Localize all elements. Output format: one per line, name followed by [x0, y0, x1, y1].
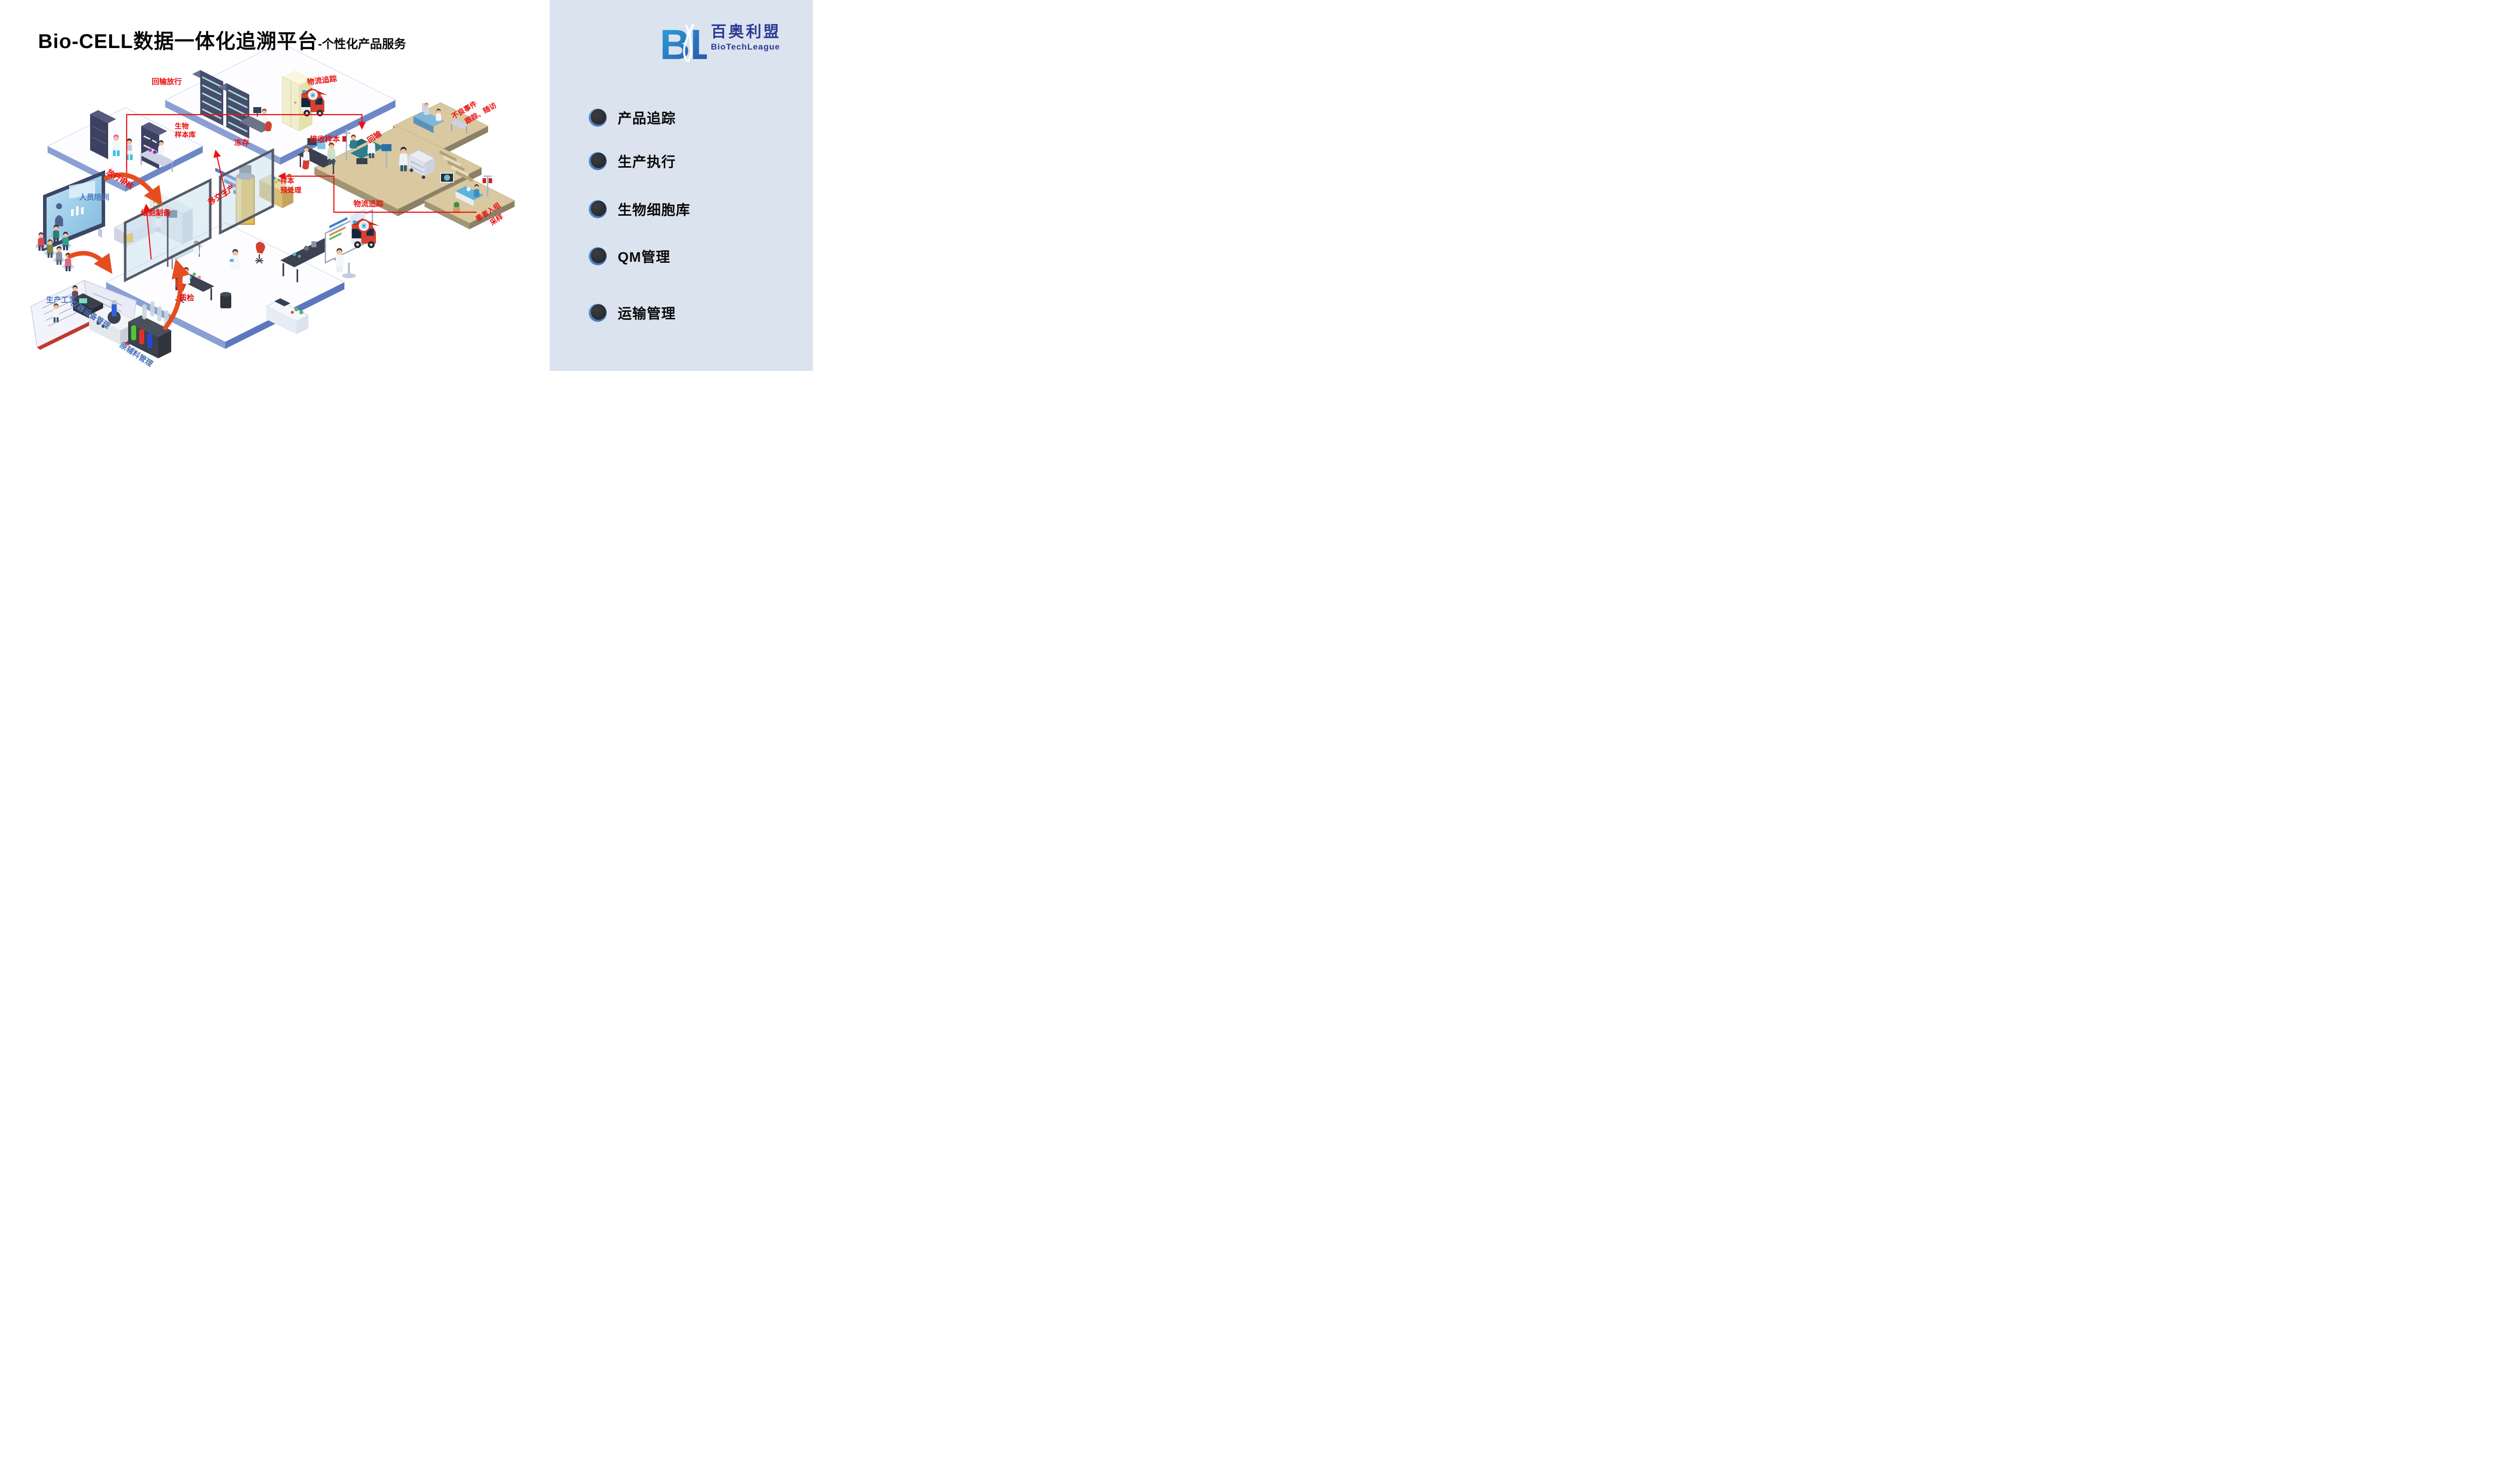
flow-lines: [126, 114, 477, 260]
sidebar-item-label: QM管理: [618, 249, 671, 265]
dashboard-analyst: [335, 248, 344, 273]
sidebar-item-qm: QM管理: [589, 246, 670, 266]
svg-text:✳: ✳: [309, 92, 316, 100]
cleanroom-scientist: [230, 249, 240, 270]
lab-chair: [255, 242, 265, 264]
label-qc: 质检: [179, 293, 194, 302]
brand-logo-icon: BL: [662, 22, 707, 65]
page: Bio-CELL数据一体化追溯平台-个性化产品服务: [0, 0, 813, 371]
cleanroom-operator: [155, 213, 162, 232]
biobank-server-racks: [192, 70, 249, 139]
ambulance-icon: ✳: [351, 218, 379, 248]
label-bio-bank-1: 生物: [175, 122, 189, 130]
biobank-desk-station: [239, 107, 272, 133]
sphere-bullet-icon: [589, 200, 607, 218]
training-audience: [35, 225, 74, 271]
analysis-cabinet: [265, 298, 309, 334]
sphere-bullet-icon: [589, 152, 607, 170]
sidebar-item-product-tracking: 产品追踪: [589, 108, 676, 128]
label-receive-sample: 接收样本: [310, 135, 340, 144]
brand-name-cn: 百奥利盟: [711, 23, 781, 41]
ambulance-icon: ✳: [301, 88, 327, 117]
title-suffix: -个性化产品服务: [318, 38, 406, 51]
sample-prep-desk: [259, 174, 293, 208]
brand-name-en: BioTechLeague: [711, 42, 780, 52]
sidebar-item-label: 生产执行: [618, 154, 676, 170]
label-sample-pre-2: 预处理: [280, 186, 301, 194]
sidebar-item-label: 运输管理: [618, 306, 676, 321]
sidebar-item-transport-mgmt: 运输管理: [589, 303, 676, 323]
flow-swoosh-arrows: [68, 172, 190, 330]
diagram-illustration: ✳ ✳ 回输放行 物流追踪: [31, 42, 516, 368]
title-main: Bio-CELL数据一体化追溯平台: [38, 31, 318, 53]
hospital-infusion-area: [342, 129, 436, 179]
label-bio-bank-2: 样本库: [175, 131, 196, 139]
release-review-station: [90, 110, 174, 172]
medical-cart: [407, 150, 436, 179]
cleanroom-glass-wall: [124, 148, 274, 283]
stairs-hospital: [440, 150, 473, 182]
sidebar: BL 百奥利盟 BioTechLeague 产品追踪 生产执行 生物细胞库 QM…: [550, 0, 813, 371]
reagent-tube-rack: [128, 301, 171, 358]
hospital-sampling-room: [440, 173, 492, 213]
brand-logo: BL 百奥利盟 BioTechLeague: [662, 22, 781, 65]
sphere-bullet-icon: [589, 109, 607, 127]
platform-biobank: [164, 42, 396, 165]
hospital-consult-room: [413, 103, 469, 134]
label-production-process: 生产工艺: [46, 295, 76, 304]
label-cryo: 冻存: [234, 138, 249, 147]
sphere-bullet-icon: [589, 247, 607, 265]
label-cell-prep: 细胞制备: [141, 208, 171, 217]
svg-text:✳: ✳: [360, 221, 367, 231]
sidebar-item-production-execution: 生产执行: [589, 151, 676, 171]
label-sample-pre-1: 样本: [280, 177, 295, 185]
label-logistics-bottom: 物流追踪: [353, 199, 383, 208]
sphere-bullet-icon: [589, 304, 607, 322]
sidebar-item-label: 生物细胞库: [618, 202, 691, 218]
label-reinfusion-release: 回输放行: [152, 77, 182, 86]
sidebar-item-bio-cell-bank: 生物细胞库: [589, 199, 690, 219]
sidebar-item-label: 产品追踪: [618, 111, 676, 126]
label-personnel-training: 人员培训: [79, 193, 109, 202]
page-title: Bio-CELL数据一体化追溯平台-个性化产品服务: [38, 25, 406, 54]
receive-sample-station: [297, 138, 336, 174]
